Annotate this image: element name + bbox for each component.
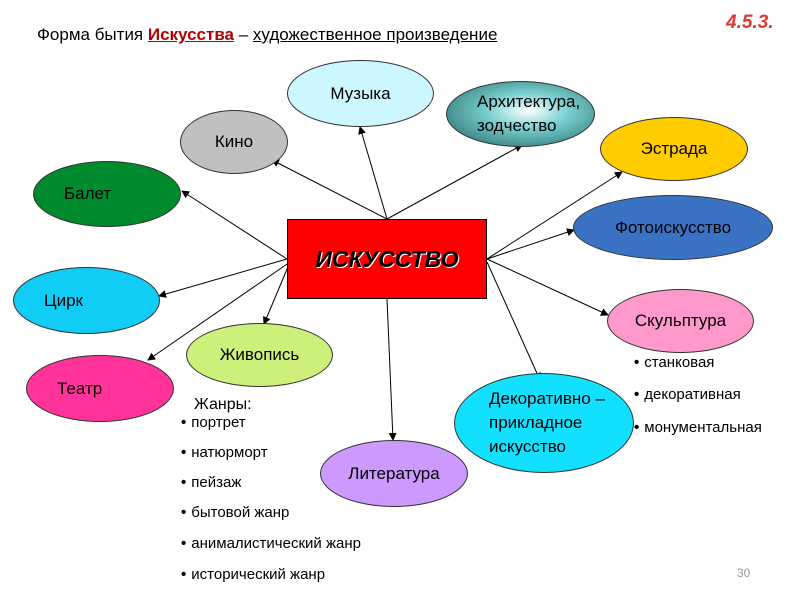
genre-item: •натюрморт (181, 444, 268, 461)
genre-item: •пейзаж (181, 474, 242, 491)
node-kino: Кино (180, 110, 288, 174)
genre-item: •портрет (181, 414, 246, 431)
arrow-to-literatura (386, 298, 397, 441)
arrow-to-kino (271, 159, 388, 220)
node-literatura: Литература (320, 440, 468, 507)
arrow-to-teatr (147, 261, 291, 361)
node-balet: Балет (33, 161, 181, 227)
arrow-to-skulptura (486, 258, 609, 316)
sculpture-type-item: •декоративная (634, 386, 741, 403)
genre-item: •исторический жанр (181, 566, 326, 583)
node-skulptura: Скульптура (607, 289, 754, 353)
sculpture-type-item: •станковая (634, 354, 715, 371)
sculpture-types-list: •станковая •декоративная •монументальная (634, 354, 794, 444)
node-zhivopis: Живопись (186, 323, 333, 387)
node-dekorativno: Декоративно – прикладное искусство (454, 373, 634, 473)
node-estrada: Эстрада (600, 117, 748, 181)
genre-item: •бытовой жанр (181, 504, 290, 521)
node-teatr: Театр (26, 355, 174, 422)
genres-heading: Жанры: (194, 396, 252, 413)
arrow-to-zhivopis (263, 261, 291, 325)
node-tsirk: Цирк (13, 267, 160, 334)
node-fotoiskusstvo: Фотоискусство (573, 195, 773, 260)
genres-list: Жанры: •портрет •натюрморт •пейзаж •быто… (181, 394, 421, 594)
arrow-to-tsirk (158, 258, 288, 298)
node-muzyka: Музыка (287, 60, 434, 127)
slide-code: 4.5.3. (726, 12, 774, 33)
title-subject: художественное произведение (252, 25, 498, 44)
page-number: 30 (737, 566, 751, 580)
arrow-to-arkhitektura (386, 144, 523, 220)
arrow-to-dekorativno (486, 261, 541, 381)
sculpture-type-item: •монументальная (634, 419, 762, 436)
node-arkhitektura: Архитектура, зодчество (446, 81, 595, 147)
genre-item: •анималистический жанр (181, 535, 361, 552)
title-accent: Искусства (147, 25, 235, 44)
slide-title: Форма бытия Искусства – художественное п… (37, 25, 498, 44)
center-node-iskusstvo: ИСКУССТВО (287, 219, 487, 299)
arrow-to-balet (181, 190, 288, 260)
arrow-to-estrada (486, 171, 623, 260)
arrow-to-fotoiskusstvo (486, 228, 575, 260)
arrow-to-muzyka (358, 126, 388, 220)
